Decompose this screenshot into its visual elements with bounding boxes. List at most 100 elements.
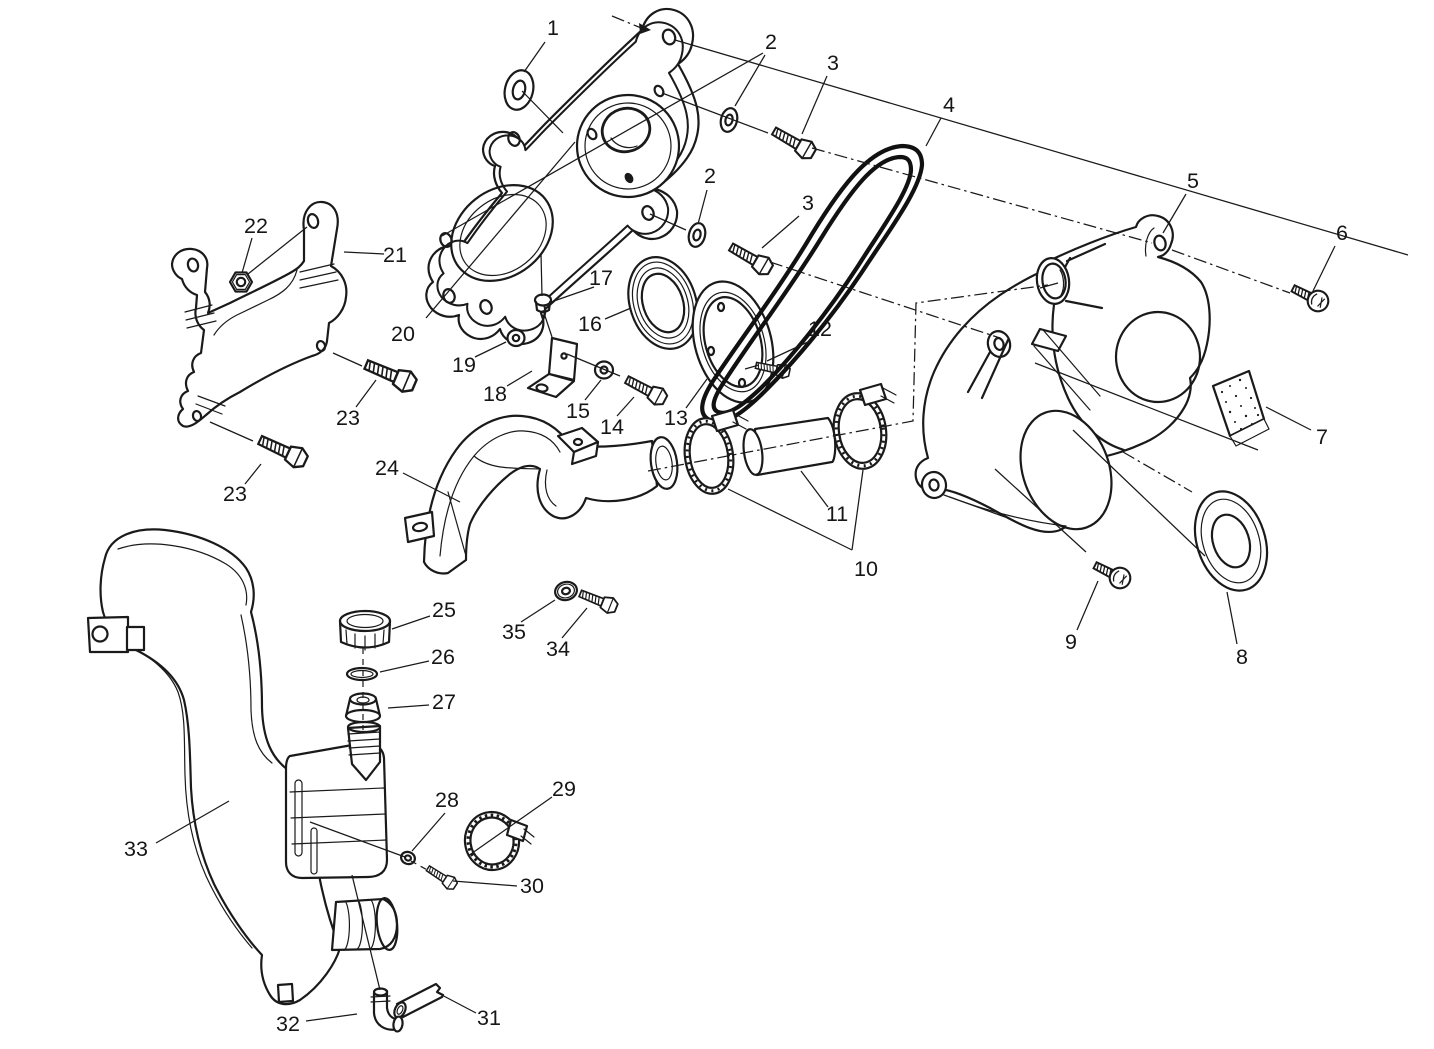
callout-label-2-1: 2: [765, 30, 777, 54]
leader-line-5: [1162, 193, 1187, 234]
leader-line-22: [241, 237, 253, 274]
leader-line-19: [474, 341, 507, 358]
callout-label-32-34: 32: [276, 1012, 300, 1036]
decal-texture: [1220, 378, 1260, 431]
leader-line-32: [305, 1013, 358, 1022]
part-seal-16: [627, 256, 699, 350]
part-elbow-fitting-32: [370, 987, 404, 1033]
callout-label-29-31: 29: [552, 777, 576, 801]
callout-label-27-29: 27: [432, 690, 456, 714]
callout-label-2-3: 2: [704, 164, 716, 188]
leader-line-2-1: [441, 52, 764, 237]
callout-label-12-13: 12: [808, 317, 832, 341]
leader-line-34: [561, 607, 588, 639]
callout-label-17-18: 17: [589, 266, 613, 290]
leader-line-11: [800, 470, 829, 508]
part-clamp-29: [463, 810, 535, 872]
callout-label-15-16: 15: [566, 399, 590, 423]
leader-line-30: [452, 880, 518, 887]
callout-label-3-4: 3: [802, 191, 814, 215]
leader-line-12: [766, 340, 811, 362]
callout-label-11-12: 11: [826, 502, 848, 526]
leader-line-23: [355, 379, 377, 408]
callout-label-33-35: 33: [124, 837, 148, 861]
callout-label-19-20: 19: [452, 353, 476, 377]
leader-line-24: [402, 472, 461, 503]
callout-label-4-5: 4: [943, 93, 955, 117]
callout-label-7-8: 7: [1316, 425, 1328, 449]
part-bracket-21: [170, 200, 348, 428]
leader-line-23: [244, 463, 262, 485]
centerlines: [209, 15, 1409, 991]
callout-label-14-15: 14: [600, 415, 624, 439]
leader-line-13: [685, 378, 708, 409]
leader-line-15: [584, 379, 602, 401]
callout-label-8-9: 8: [1236, 645, 1248, 669]
part-washer-2b: [687, 222, 707, 248]
callout-label-16-17: 16: [578, 312, 602, 336]
part-guard-plate-13: [691, 280, 775, 404]
leader-line-9: [1076, 580, 1099, 631]
callout-label-28-30: 28: [435, 788, 459, 812]
leader-line-27: [387, 704, 430, 709]
callout-label-34-36: 34: [546, 637, 570, 661]
part-backplate-drawing: [425, 7, 700, 346]
leader-line-33: [155, 800, 230, 844]
leader-line-3: [761, 215, 800, 249]
callout-label-10-11: 10: [854, 557, 878, 581]
callout-label-13-14: 13: [664, 406, 688, 430]
leader-line-6: [1312, 245, 1336, 292]
part-hose-31: [393, 982, 445, 1019]
leader-line-28: [411, 812, 446, 852]
part-duct-24: [403, 414, 679, 575]
callout-label-6-7: 6: [1336, 221, 1348, 245]
leader-line-25: [391, 615, 431, 630]
leader-line-7: [1265, 406, 1312, 431]
callout-layer: 1232345678910111213141516171819202122232…: [124, 16, 1348, 1036]
callout-label-31-33: 31: [477, 1006, 501, 1030]
callout-label-3-2: 3: [827, 51, 839, 75]
part-seal-washer-8: [1193, 490, 1269, 592]
callout-label-5-6: 5: [1187, 169, 1199, 193]
callout-label-24-26: 24: [375, 456, 399, 480]
part-washer-1: [503, 69, 535, 111]
callout-label-25-27: 25: [432, 598, 456, 622]
part-hose-clamp-10a: [683, 408, 749, 495]
leader-line-20: [425, 141, 576, 319]
callout-label-21-22: 21: [383, 243, 407, 267]
callout-label-1-0: 1: [547, 16, 559, 40]
leader-line-35: [520, 599, 556, 623]
leader-line-17: [550, 286, 595, 303]
leader-line-1: [523, 41, 546, 73]
leader-line-26: [379, 660, 430, 673]
leader-line-3: [801, 75, 828, 135]
part-screw-17: [533, 293, 553, 321]
part-bracket-18: [526, 336, 579, 399]
part-decal-7: [1211, 369, 1270, 447]
callout-label-23-24: 23: [336, 406, 360, 430]
leader-line-10-1: [727, 488, 853, 551]
part-oring-26: [345, 666, 379, 682]
leader-line-1-1: [521, 90, 564, 134]
callout-label-20-21: 20: [391, 322, 415, 346]
leader-line-31: [437, 992, 477, 1014]
part-cap-25: [338, 609, 392, 651]
callout-label-9-10: 9: [1065, 630, 1077, 654]
part-washer-35: [554, 580, 578, 602]
leader-line-10: [851, 469, 864, 551]
leader-line-14: [616, 396, 635, 417]
leader-line-8: [1226, 591, 1238, 645]
leader-line-16: [604, 307, 632, 320]
part-washer-19: [506, 328, 526, 348]
part-tube-11: [742, 416, 837, 477]
leader-line-2: [734, 54, 766, 107]
callout-label-26-28: 26: [431, 645, 455, 669]
leader-line-4: [925, 117, 942, 147]
callout-label-18-19: 18: [483, 382, 507, 406]
part-nut-22: [228, 271, 254, 293]
part-washer-2a: [719, 107, 739, 133]
leader-line-21: [343, 251, 385, 255]
callout-label-30-32: 30: [520, 874, 544, 898]
